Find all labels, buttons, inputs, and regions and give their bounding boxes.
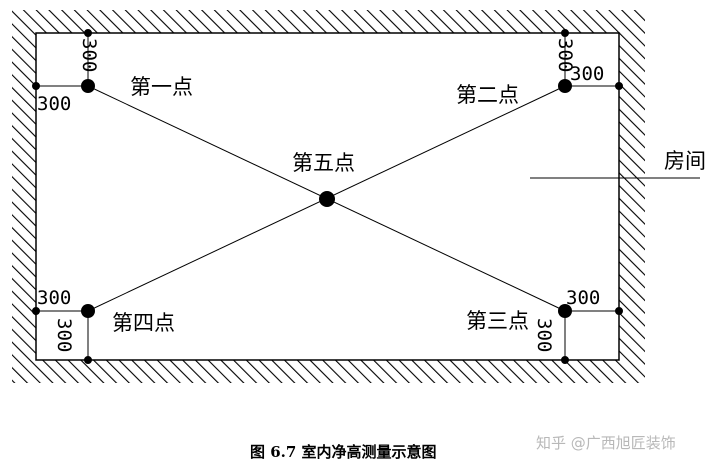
- figure-caption: 图 6.7 室内净高测量示意图: [250, 443, 437, 461]
- dimension-lines: [32, 29, 623, 364]
- dim-top-right-vertical: 300: [554, 38, 576, 72]
- point-3-label: 第三点: [466, 309, 529, 333]
- dim-bottom-left-vertical: 300: [53, 318, 75, 352]
- point-4-label: 第四点: [112, 311, 175, 335]
- room-label: 房间: [664, 149, 706, 173]
- measurement-points: [81, 79, 572, 318]
- point-2-label: 第二点: [456, 83, 519, 107]
- point-1-label: 第一点: [130, 75, 193, 99]
- watermark: 知乎 @广西旭匠装饰: [536, 434, 676, 452]
- point-5-dot: [319, 191, 335, 207]
- point-2-dot: [558, 79, 572, 93]
- dim-bottom-right-vertical: 300: [533, 318, 555, 352]
- point-3-dot: [558, 304, 572, 318]
- dim-top-right-horizontal: 300: [570, 63, 604, 85]
- point-4-dot: [81, 304, 95, 318]
- point-1-dot: [81, 79, 95, 93]
- dim-bottom-right-horizontal: 300: [566, 287, 600, 309]
- dim-top-left-horizontal: 300: [37, 93, 71, 115]
- dim-top-left-vertical: 300: [78, 38, 100, 72]
- point-5-label: 第五点: [292, 151, 355, 175]
- dim-bottom-left-horizontal: 300: [37, 287, 71, 309]
